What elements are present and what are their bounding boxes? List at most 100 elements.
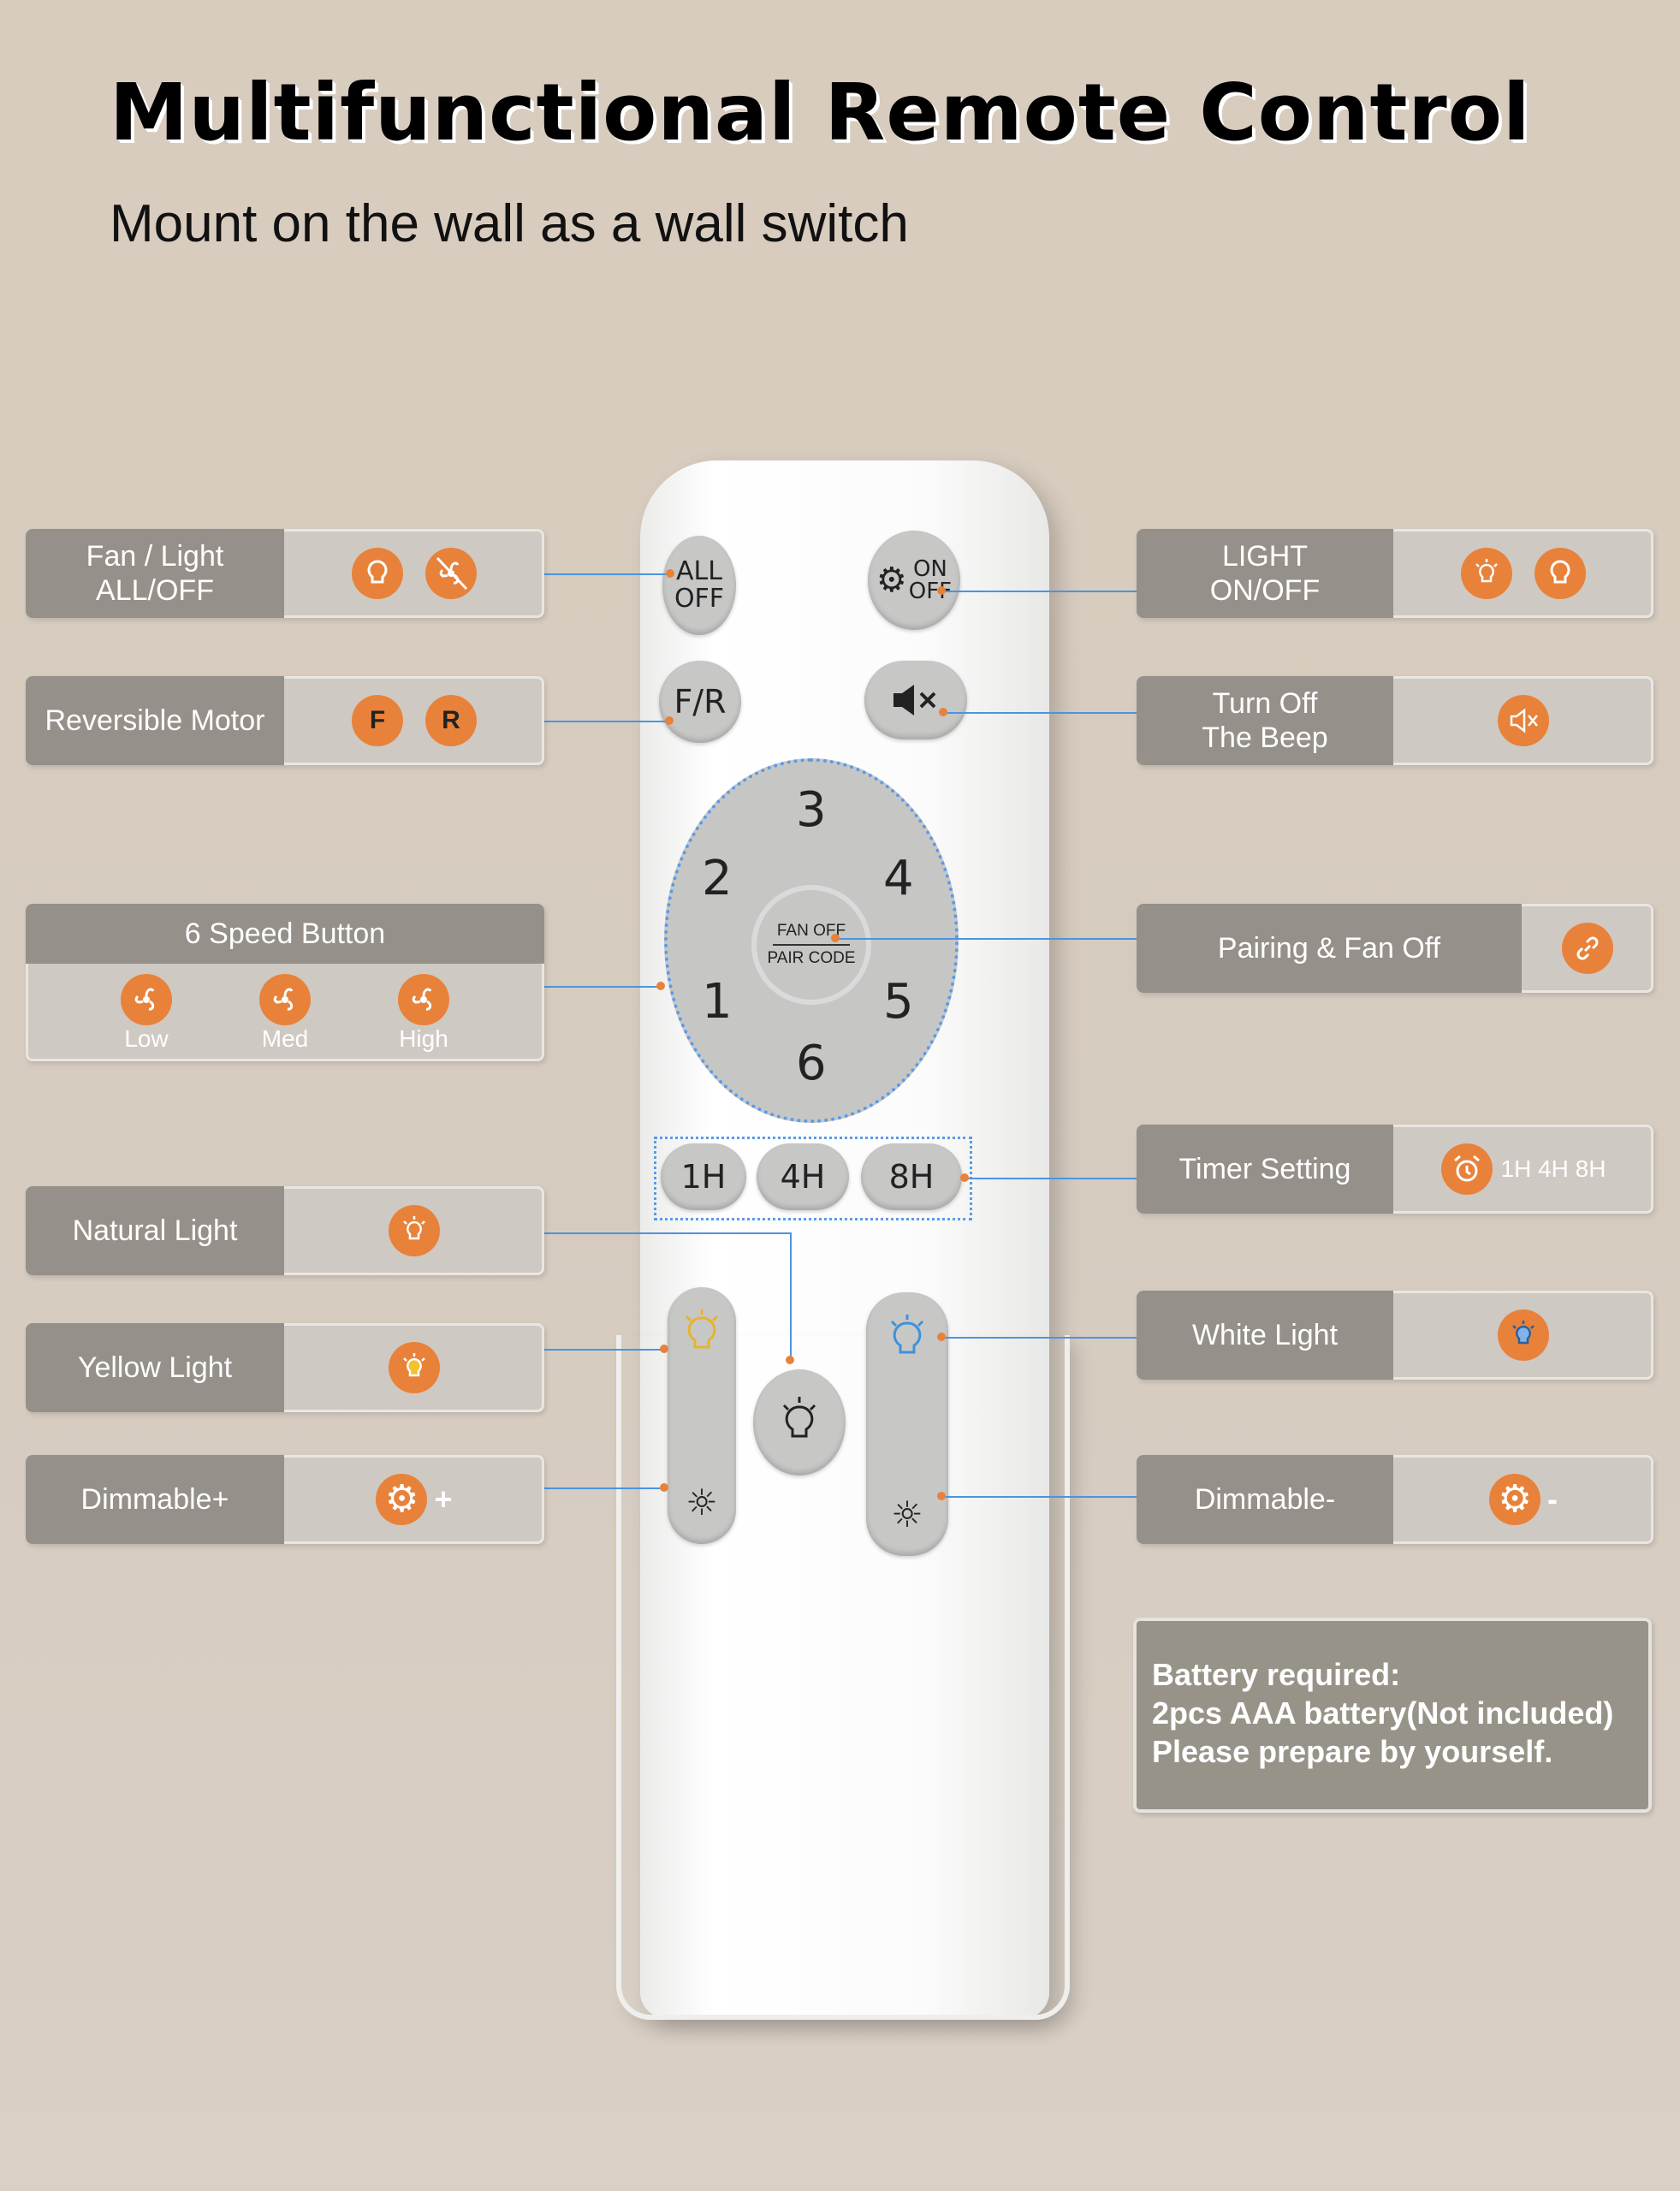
label-pairing-fan-off: Pairing & Fan Off (1137, 904, 1653, 993)
timer-1h-button[interactable]: 1H (661, 1143, 746, 1210)
reverse-icon: R (425, 695, 477, 746)
speed-6-button[interactable]: 6 (796, 1036, 827, 1091)
connector-dot (937, 586, 946, 595)
light-on-off-button[interactable]: ⚙ ON OFF (868, 531, 960, 630)
bulb-rays-icon (1461, 548, 1512, 599)
connector-dot (666, 569, 674, 578)
connector-fan-light (544, 573, 671, 575)
label-icons (1393, 676, 1653, 765)
fan-off-pair-button[interactable]: FAN OFF PAIR CODE (751, 885, 871, 1005)
speed-1-button[interactable]: 1 (702, 974, 733, 1030)
timer-4h-button[interactable]: 4H (757, 1143, 849, 1210)
fan-off-icon (425, 548, 477, 599)
label-text: White Light (1137, 1291, 1393, 1380)
label-icons (1393, 529, 1653, 618)
yellow-light-rocker[interactable]: ☼ (668, 1287, 736, 1544)
yellow-bulb-icon (685, 1309, 719, 1349)
connector-natural-drop (790, 1232, 792, 1359)
connector-dot (939, 708, 947, 716)
connector-dot (937, 1333, 946, 1341)
connector-timer (964, 1178, 1137, 1179)
timer-8h-button[interactable]: 8H (861, 1143, 962, 1210)
speed-levels: Low Med High (26, 964, 544, 1053)
label-icons (284, 529, 544, 618)
label-turn-off-beep: Turn Off The Beep (1137, 676, 1653, 765)
speed-med-label: Med (261, 1025, 309, 1052)
plus-sign: + (434, 1481, 453, 1517)
pair-code-label: PAIR CODE (767, 949, 856, 967)
brightness-up-icon: ☼ (686, 1481, 718, 1523)
connector-pairing (835, 938, 1137, 940)
speed-low-label: Low (124, 1025, 169, 1052)
connector-dot (786, 1356, 794, 1364)
connector-reversible (544, 721, 669, 722)
all-off-button[interactable]: ALL OFF (662, 536, 736, 635)
mute-icon (1498, 695, 1549, 746)
speed-high: High (398, 974, 449, 1053)
label-icons (284, 1323, 544, 1412)
label-timer-setting: Timer Setting 1H 4H 8H (1137, 1125, 1653, 1214)
brightness-down-icon: ☼ (891, 1493, 923, 1535)
speed-3-button[interactable]: 3 (796, 782, 827, 838)
label-icons (284, 1186, 544, 1275)
bulb-icon (782, 1397, 816, 1438)
page-title: Multifunctional Remote Control (110, 67, 1531, 158)
connector-dot (960, 1173, 969, 1182)
label-reversible-motor: Reversible Motor F R (26, 676, 544, 765)
label-text: Pairing & Fan Off (1137, 904, 1522, 993)
label-text: Natural Light (26, 1186, 284, 1275)
speed-2-button[interactable]: 2 (702, 851, 733, 906)
label-text: Dimmable- (1137, 1455, 1393, 1544)
minus-sign: - (1547, 1481, 1558, 1517)
beep-button[interactable] (864, 661, 967, 739)
brightness-icon: ⚙ (376, 1474, 428, 1525)
forward-icon: F (352, 695, 403, 746)
label-natural-light: Natural Light (26, 1186, 544, 1275)
speed-5-button[interactable]: 5 (883, 974, 914, 1030)
label-dimmable-plus: Dimmable+ ⚙ + (26, 1455, 544, 1544)
label-icons: ⚙ - (1393, 1455, 1653, 1544)
connector-dim-plus (544, 1487, 664, 1489)
label-icons (1522, 904, 1653, 993)
label-icons: F R (284, 676, 544, 765)
connector-dot (656, 982, 665, 990)
mute-icon (893, 685, 936, 715)
label-text: Fan / Light ALL/OFF (26, 529, 284, 618)
fan-icon (259, 974, 311, 1025)
label-6-speed: 6 Speed Button Low Med High (26, 904, 544, 1061)
speed-4-button[interactable]: 4 (883, 851, 914, 906)
white-light-rocker[interactable]: ☼ (866, 1292, 948, 1556)
link-icon (1562, 923, 1613, 974)
connector-white (941, 1337, 1137, 1339)
white-bulb-icon (1498, 1309, 1549, 1361)
battery-line-1: Battery required: (1152, 1657, 1401, 1692)
fr-button[interactable]: F/R (659, 661, 741, 743)
label-dimmable-minus: Dimmable- ⚙ - (1137, 1455, 1653, 1544)
fan-off-label: FAN OFF (776, 922, 846, 940)
speed-high-label: High (399, 1025, 448, 1052)
label-text: 6 Speed Button (26, 904, 544, 964)
divider (773, 944, 850, 946)
speed-med: Med (259, 974, 311, 1053)
speed-dial: 3 2 4 1 5 6 FAN OFF PAIR CODE (664, 758, 959, 1123)
connector-light-on-off (941, 591, 1137, 592)
brightness-icon: ⚙ (1489, 1474, 1540, 1525)
battery-line-2: 2pcs AAA battery(Not included) (1152, 1695, 1614, 1731)
connector-dim-minus (941, 1496, 1137, 1498)
alarm-clock-icon (1440, 1143, 1493, 1195)
connector-dot (937, 1492, 946, 1500)
fan-icon (121, 974, 172, 1025)
connector-speed (544, 986, 662, 988)
label-text: Timer Setting (1137, 1125, 1393, 1214)
label-icons: 1H 4H 8H (1393, 1125, 1653, 1214)
natural-light-button[interactable] (753, 1369, 846, 1476)
connector-natural (544, 1232, 791, 1234)
label-yellow-light: Yellow Light (26, 1323, 544, 1412)
battery-note: Battery required: 2pcs AAA battery(Not i… (1133, 1618, 1652, 1813)
wall-holder (616, 1335, 1070, 2020)
reverse-letter: R (442, 706, 460, 734)
battery-line-3: Please prepare by yourself. (1152, 1734, 1553, 1769)
label-text: LIGHT ON/OFF (1137, 529, 1393, 618)
connector-dot (665, 716, 674, 725)
connector-dot (660, 1483, 668, 1492)
